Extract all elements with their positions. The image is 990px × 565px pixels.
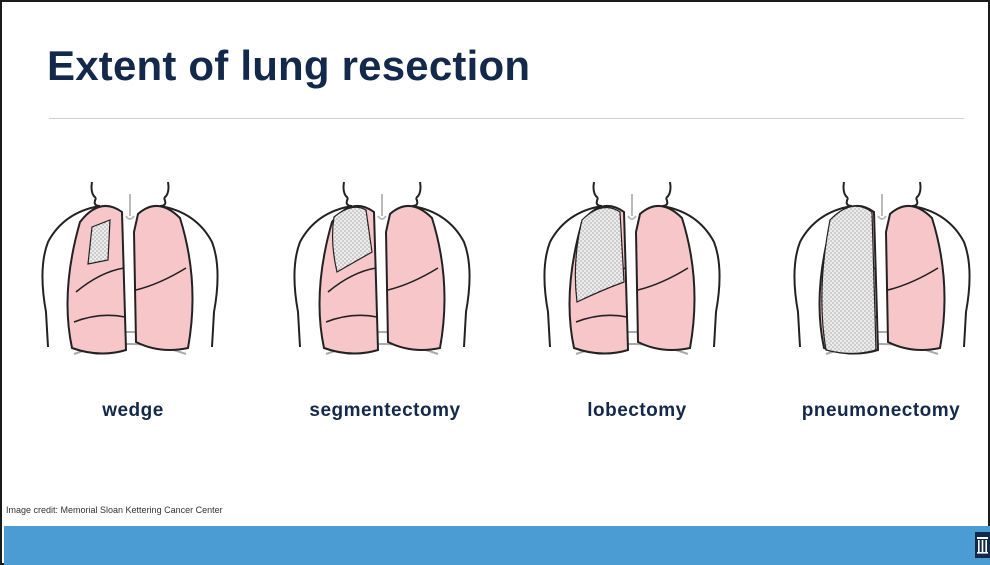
label-lobectomy: lobectomy: [537, 400, 737, 422]
lobectomy-lung-figure: [532, 172, 732, 382]
footer-band: [4, 526, 990, 565]
image-credit: Image credit: Memorial Sloan Kettering C…: [6, 505, 223, 515]
label-segmentectomy: segmentectomy: [285, 400, 485, 422]
old-well-icon: [975, 532, 990, 558]
label-pneumonectomy: pneumonectomy: [781, 400, 981, 422]
title-divider: [49, 118, 964, 119]
whole-lung-resected-area: [822, 206, 876, 353]
pneumonectomy-lung-figure: [782, 172, 982, 382]
slide-title: Extent of lung resection: [47, 42, 530, 90]
label-wedge: wedge: [33, 400, 233, 422]
segmentectomy-lung-figure: [282, 172, 482, 382]
wedge-lung-figure: [30, 172, 230, 382]
